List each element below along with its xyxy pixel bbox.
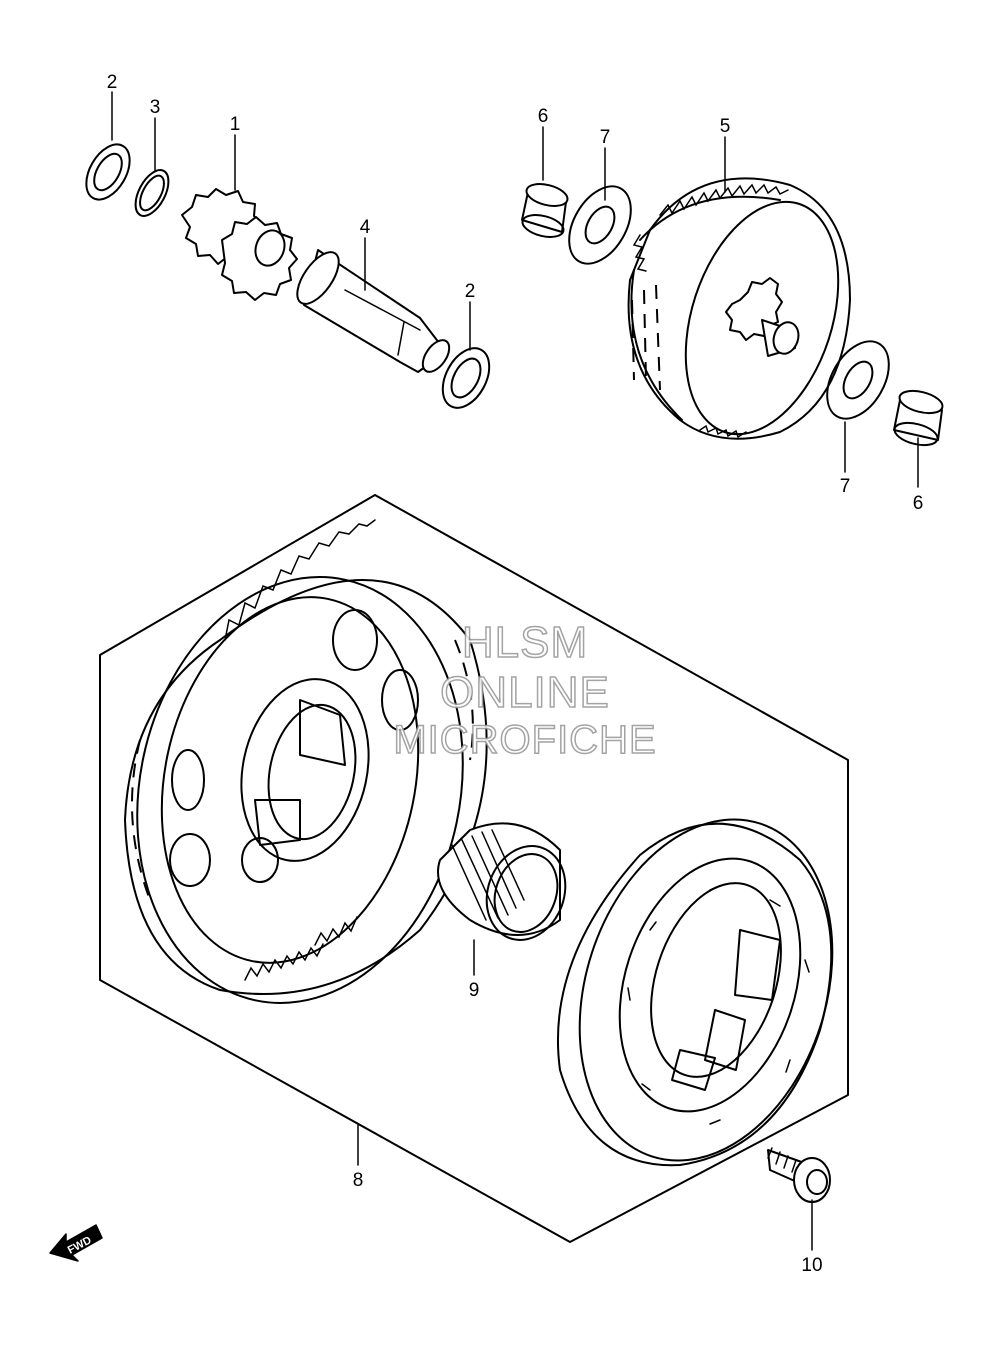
part-8-assembly-outline [99, 494, 849, 1243]
part-10-bolt [767, 1147, 831, 1203]
part-2-washer-upper [85, 143, 131, 201]
starter-clutch-body [556, 818, 834, 1167]
fwd-label: FWD [66, 1234, 94, 1256]
callout-7-lower: 7 [840, 476, 851, 497]
watermark-line-3: MICROFICHE [393, 717, 657, 763]
callout-6-lower: 6 [913, 493, 924, 514]
part-9-needle-bearing [437, 822, 567, 941]
callout-3: 3 [150, 97, 161, 118]
part-1-idle-gear [181, 188, 298, 301]
watermark-line-2: ONLINE [439, 667, 610, 718]
starter-driven-gear [124, 519, 488, 1004]
callout-8: 8 [353, 1170, 364, 1191]
callout-7-upper: 7 [600, 127, 611, 148]
part-2-washer-lower [441, 347, 491, 409]
part-7-thrust-washer-lower [826, 340, 890, 420]
part-6-bushing-upper [521, 183, 569, 238]
callout-5: 5 [720, 116, 731, 137]
fwd-arrow: FWD [49, 1224, 103, 1262]
fwd-arrow-icon [49, 1224, 103, 1262]
callout-10: 10 [801, 1255, 822, 1276]
callout-2-lower: 2 [465, 281, 476, 302]
leader-lines [111, 91, 919, 1251]
callout-9: 9 [469, 980, 480, 1001]
callout-6-upper: 6 [538, 106, 549, 127]
part-6-bushing-lower [893, 389, 944, 447]
callout-2-upper: 2 [107, 72, 118, 93]
watermark-line-1: HLSM [461, 617, 589, 668]
callout-4: 4 [360, 217, 371, 238]
part-3-circlip [134, 169, 170, 217]
part-5-gear-assembly [627, 177, 851, 440]
part-4-shaft [296, 249, 451, 373]
part-7-thrust-washer-upper [568, 185, 632, 265]
callout-1: 1 [230, 114, 241, 135]
